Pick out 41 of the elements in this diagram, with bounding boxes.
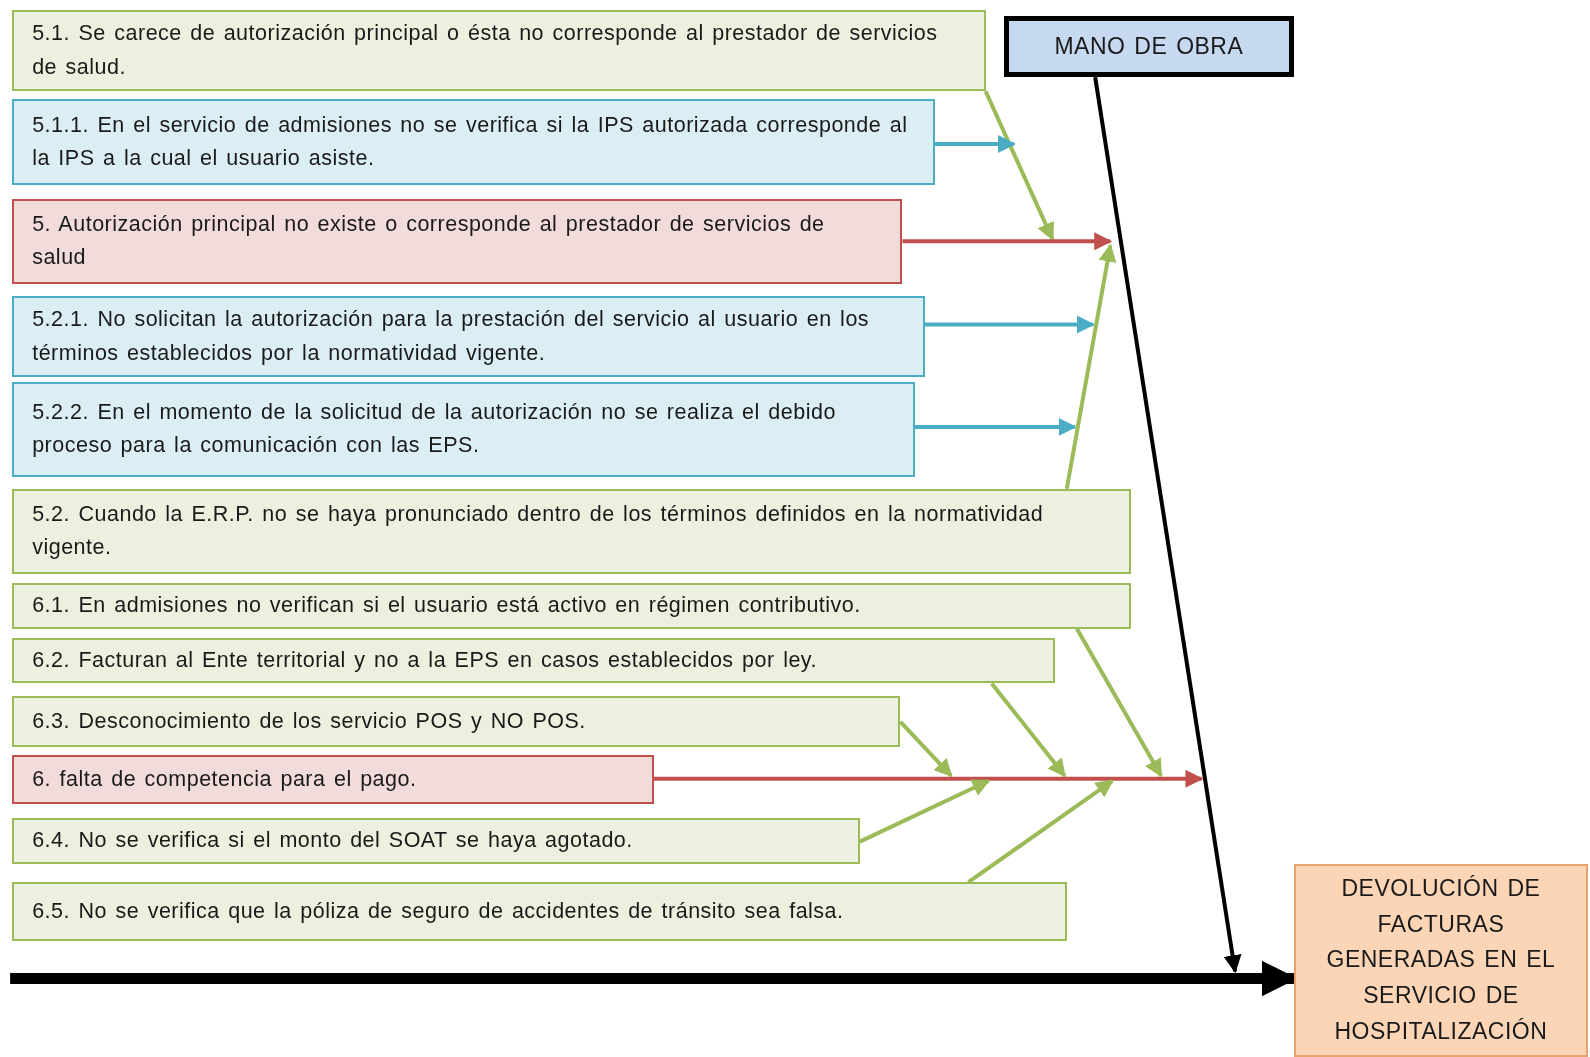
cause-text: 5.2. Cuando la E.R.P. no se haya pronunciado dentro de los términos definidos en la normatividad vigente.	[32, 501, 1045, 562]
arrow	[1075, 627, 1163, 778]
main-cause-box	[12, 198, 903, 284]
arrow	[654, 769, 1204, 788]
cause-text: DEVOLUCIÓN DE FACTURAS GENERADAS EN EL SERVICIO DE HOSPITALIZACIÓN	[1325, 874, 1557, 1046]
cause-box	[12, 10, 986, 92]
main-cause-box	[12, 755, 655, 805]
arrow	[983, 90, 1055, 241]
arrow	[990, 682, 1067, 778]
cause-text: 6.5. No se verifica que la póliza de seguro de accidentes de tránsito sea falsa.	[32, 897, 844, 925]
effect-box	[1293, 863, 1588, 1057]
category-box	[1003, 16, 1294, 78]
cause-text: 5.2.2. En el momento de la solicitud de la autorización no se realiza el debido proceso para la comunicación con las EPS.	[32, 399, 837, 460]
cause-box	[12, 583, 1131, 629]
cause-text: 6.2. Facturan al Ente territorial y no a la EPS en casos establecidos por ley.	[32, 646, 817, 674]
cause-text: 5.2.1. No solicitan la autorización para la prestación del servicio al usuario en los términos establecidos por la normatividad vigente.	[32, 306, 871, 367]
arrow	[924, 315, 1095, 334]
cause-text: MANO DE OBRA	[1054, 31, 1244, 61]
arrow	[902, 232, 1113, 251]
arrow	[1093, 76, 1242, 974]
arrow	[934, 135, 1016, 153]
cause-box	[12, 488, 1131, 574]
cause-box	[12, 695, 901, 748]
cause-box	[12, 637, 1055, 684]
sub-cause-box	[12, 296, 925, 378]
arrow	[899, 720, 953, 778]
arrow	[859, 779, 991, 844]
cause-text: 6.3. Desconocimiento de los servicio POS y NO POS.	[32, 707, 586, 735]
cause-text: 6. falta de competencia para el pago.	[32, 766, 417, 794]
cause-text: 6.1. En admisiones no verifican si el usuario está activo en régimen contributivo.	[32, 592, 861, 620]
arrow	[1064, 243, 1117, 490]
sub-cause-box	[12, 382, 915, 477]
arrow	[967, 779, 1114, 884]
cause-text: 6.4. No se verifica si el monto del SOAT se haya agotado.	[32, 827, 633, 855]
cause-box	[12, 818, 860, 864]
cause-text: 5.1.1. En el servicio de admisiones no se verifica si la IPS autorizada corresponde al la IPS a la cual el usuario asiste.	[32, 111, 909, 172]
sub-cause-box	[12, 99, 935, 185]
cause-text: 5.1. Se carece de autorización principal o ésta no corresponde al prestador de servicios de salud.	[32, 20, 939, 81]
arrow	[914, 417, 1077, 436]
cause-box	[12, 882, 1067, 941]
cause-text: 5. Autorización principal no existe o corresponde al prestador de servicios de salud	[32, 211, 826, 272]
